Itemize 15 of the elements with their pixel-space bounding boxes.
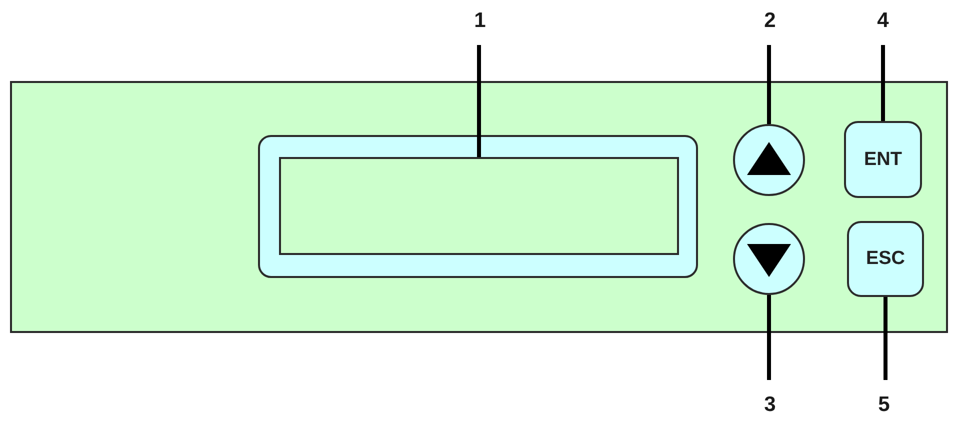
esc-button: ESC — [847, 221, 924, 297]
callout-number: 2 — [764, 10, 776, 31]
leader-line — [767, 295, 771, 380]
leader-line — [477, 45, 481, 157]
callout-number: 4 — [877, 10, 889, 31]
ent-button: ENT — [844, 121, 922, 198]
callout-number: 1 — [474, 10, 486, 31]
display-bezel — [258, 135, 698, 278]
leader-line — [884, 297, 888, 380]
leader-line — [767, 45, 771, 124]
callout-number: 3 — [764, 394, 776, 415]
display-screen — [279, 157, 679, 255]
leader-line — [881, 45, 885, 121]
front-panel — [10, 81, 948, 333]
callout-number: 5 — [878, 394, 890, 415]
